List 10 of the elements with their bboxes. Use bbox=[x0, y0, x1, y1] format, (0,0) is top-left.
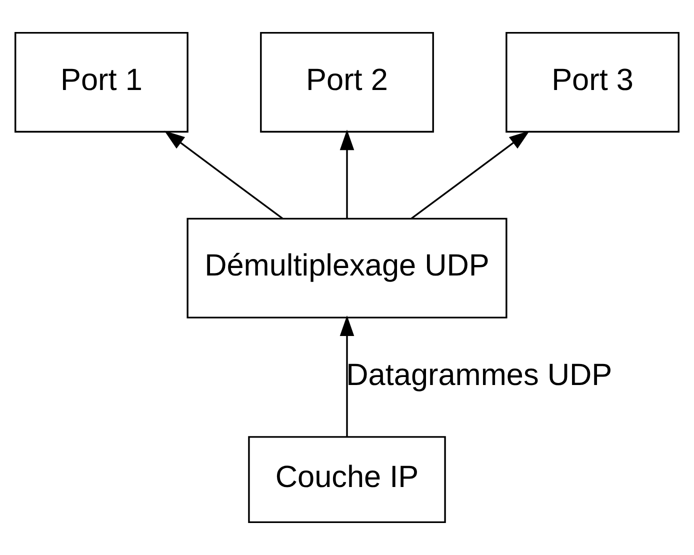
node-box: Port 1 bbox=[14, 32, 188, 133]
edge-label: Datagrammes UDP bbox=[346, 356, 612, 392]
node-box: Couche IP bbox=[248, 436, 446, 524]
arrow bbox=[340, 130, 354, 218]
node-box: Démultiplexage UDP bbox=[186, 218, 508, 318]
arrow bbox=[164, 130, 283, 220]
node-box: Port 3 bbox=[506, 32, 680, 133]
node-box: Port 2 bbox=[260, 32, 434, 133]
arrow bbox=[411, 130, 530, 220]
arrow bbox=[340, 316, 354, 437]
